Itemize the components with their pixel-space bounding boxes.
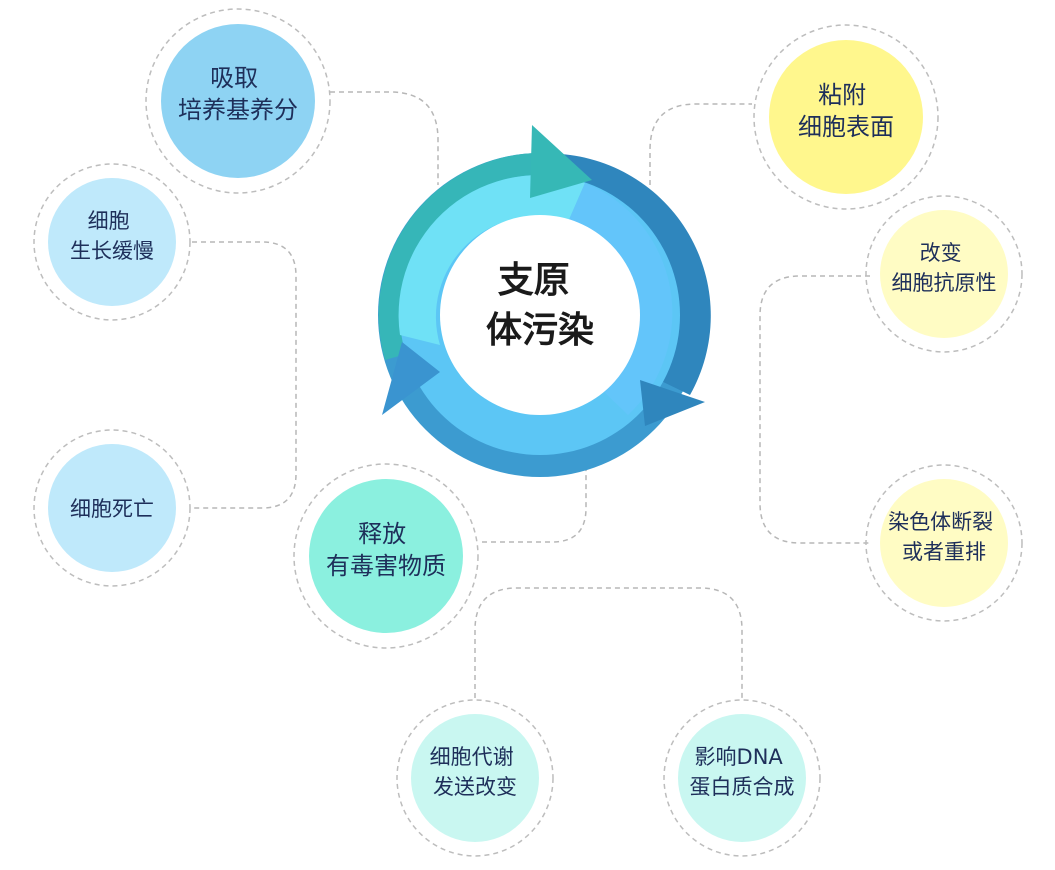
node-change-antigenicity: 改变 细胞抗原性	[865, 195, 1023, 353]
svg-text:改变 细胞抗原性: 改变 细胞抗原性	[892, 241, 997, 295]
connectors	[192, 91, 870, 698]
node-cell-death: 细胞死亡	[33, 429, 191, 587]
svg-text:细胞死亡: 细胞死亡	[70, 497, 154, 521]
connector-adhere	[649, 103, 752, 185]
svg-text:粘附 细胞表面: 粘附 细胞表面	[798, 81, 894, 141]
arrow-head-top	[530, 125, 592, 198]
svg-text:细胞代谢 发送改变: 细胞代谢 发送改变	[430, 745, 521, 799]
node-metabolism-change: 细胞代谢 发送改变	[396, 699, 554, 857]
svg-text:吸取 培养基养分: 吸取 培养基养分	[178, 64, 298, 124]
center-cycle: 支原 体污染	[378, 125, 711, 477]
connector-release	[482, 470, 587, 543]
connector-slow-growth	[192, 241, 297, 509]
node-absorb-nutrients: 吸取 培养基养分	[145, 8, 331, 194]
node-slow-growth: 细胞 生长缓慢	[33, 163, 191, 321]
svg-text:细胞 生长缓慢: 细胞 生长缓慢	[70, 209, 154, 263]
connector-right	[759, 275, 870, 544]
node-chromosome-break: 染色体断裂 或者重排	[865, 464, 1023, 622]
svg-text:释放 有毒害物质: 释放 有毒害物质	[326, 520, 446, 580]
node-release-toxins: 释放 有毒害物质	[293, 463, 479, 649]
svg-text:影响DNA 蛋白质合成: 影响DNA 蛋白质合成	[690, 745, 795, 799]
node-affect-dna-protein: 影响DNA 蛋白质合成	[663, 699, 821, 857]
node-adhere-surface: 粘附 细胞表面	[753, 24, 939, 210]
connector-bottom	[474, 587, 743, 698]
svg-text:染色体断裂 或者重排: 染色体断裂 或者重排	[888, 510, 1000, 564]
cycle-inner-light-arc	[398, 175, 585, 345]
arrow-head-right	[640, 380, 705, 426]
cycle-inner-blue-arc	[568, 183, 673, 415]
center-title: 支原 体污染	[486, 260, 594, 351]
cycle-outer-teal-arc	[378, 153, 540, 360]
arrow-head-left	[382, 342, 440, 415]
cycle-center-disc	[440, 215, 640, 415]
connector-absorb	[330, 91, 439, 185]
